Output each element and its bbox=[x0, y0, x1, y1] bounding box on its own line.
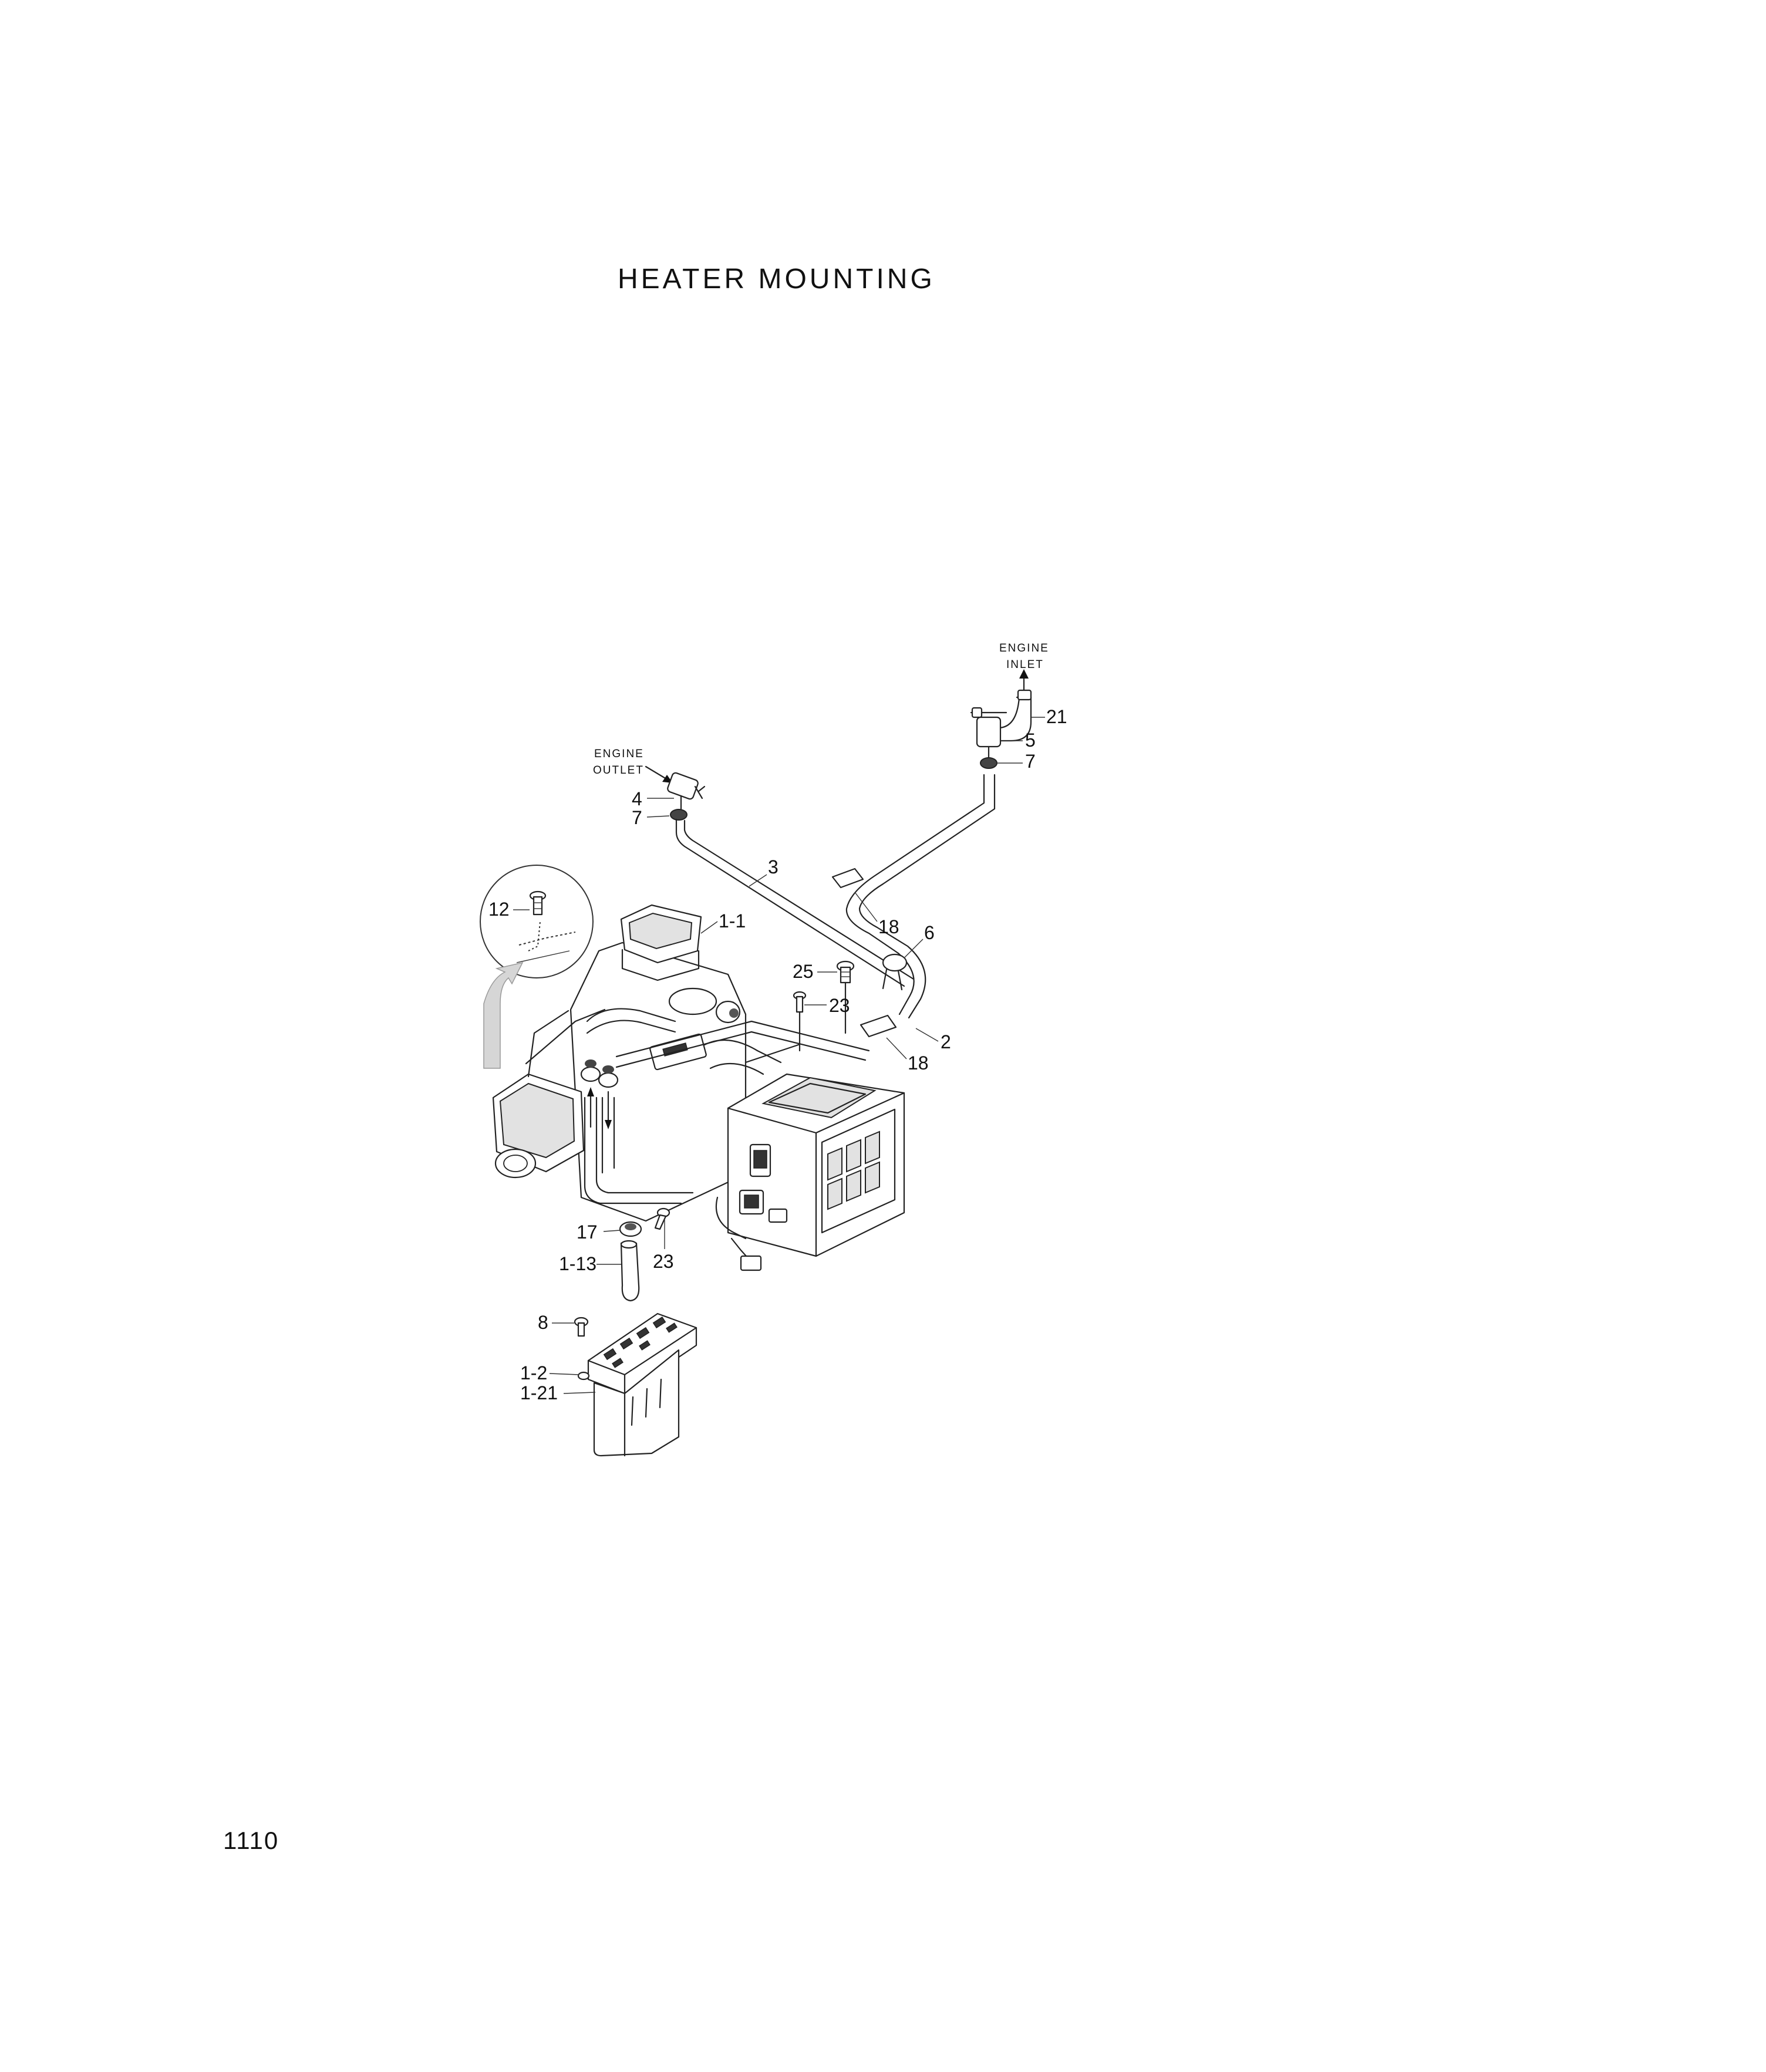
callout-4: 4 bbox=[632, 788, 642, 809]
callout-2: 2 bbox=[941, 1031, 951, 1052]
inlet-valve-5 bbox=[970, 707, 1007, 762]
duct-1-13 bbox=[620, 1240, 640, 1302]
heater-unit bbox=[492, 904, 905, 1271]
outlet-valve-4 bbox=[667, 772, 706, 810]
inlet-clamp-7 bbox=[980, 757, 997, 769]
callout-18-bottom: 18 bbox=[908, 1052, 929, 1074]
engine-inlet-note: ENGINE INLET bbox=[999, 642, 1049, 671]
detail-circle bbox=[480, 865, 594, 978]
flow-up-arrow-icon bbox=[587, 1087, 594, 1128]
screw-8 bbox=[574, 1317, 589, 1337]
control-panel-buttons bbox=[603, 1316, 678, 1368]
grille-windows bbox=[827, 1131, 880, 1210]
clamp-18-top bbox=[831, 868, 864, 889]
engine-inlet-note-line2: INLET bbox=[1006, 659, 1044, 671]
engine-outlet-note: ENGINE OUTLET bbox=[593, 748, 644, 777]
clamp-17 bbox=[619, 1221, 642, 1237]
hose-3 bbox=[675, 818, 915, 987]
callout-25: 25 bbox=[793, 961, 814, 982]
engine-outlet-note-line1: ENGINE bbox=[594, 748, 644, 760]
callout-7-inlet: 7 bbox=[1025, 751, 1036, 772]
callout-1-1: 1-1 bbox=[719, 910, 746, 932]
detail-arrow-icon bbox=[483, 961, 524, 1069]
outlet-clamp-7 bbox=[670, 809, 687, 821]
bolt-25 bbox=[836, 960, 855, 1034]
callout-1-13: 1-13 bbox=[559, 1253, 596, 1274]
clamp-18-bottom bbox=[860, 1014, 897, 1038]
callout-17: 17 bbox=[577, 1221, 598, 1243]
hose-2 bbox=[845, 774, 996, 1019]
callout-18-top: 18 bbox=[878, 916, 899, 937]
callout-23-bottom: 23 bbox=[653, 1251, 674, 1272]
callout-6: 6 bbox=[924, 922, 935, 943]
callout-1-21: 1-21 bbox=[520, 1382, 558, 1403]
callout-21: 21 bbox=[1046, 706, 1067, 727]
flow-down-arrow-icon bbox=[605, 1091, 612, 1129]
callout-7-outlet: 7 bbox=[632, 807, 642, 828]
page-number: 1110 bbox=[223, 1827, 279, 1854]
bolt-23-top bbox=[793, 991, 807, 1052]
callout-5: 5 bbox=[1025, 730, 1036, 751]
callout-3: 3 bbox=[768, 856, 778, 878]
screw-23-bottom bbox=[654, 1207, 670, 1230]
engine-outlet-note-line2: OUTLET bbox=[593, 764, 644, 777]
bolt-12 bbox=[529, 890, 547, 916]
callout-12: 12 bbox=[488, 899, 510, 920]
callout-1-2: 1-2 bbox=[520, 1362, 547, 1383]
engine-inlet-note-line1: ENGINE bbox=[999, 642, 1049, 654]
page-title: HEATER MOUNTING bbox=[618, 264, 935, 295]
callout-23-top: 23 bbox=[829, 995, 850, 1016]
hose-tie-6 bbox=[882, 953, 908, 991]
callout-8: 8 bbox=[538, 1312, 548, 1333]
control-panel bbox=[577, 1312, 697, 1457]
outlet-arrow-icon bbox=[645, 765, 673, 783]
